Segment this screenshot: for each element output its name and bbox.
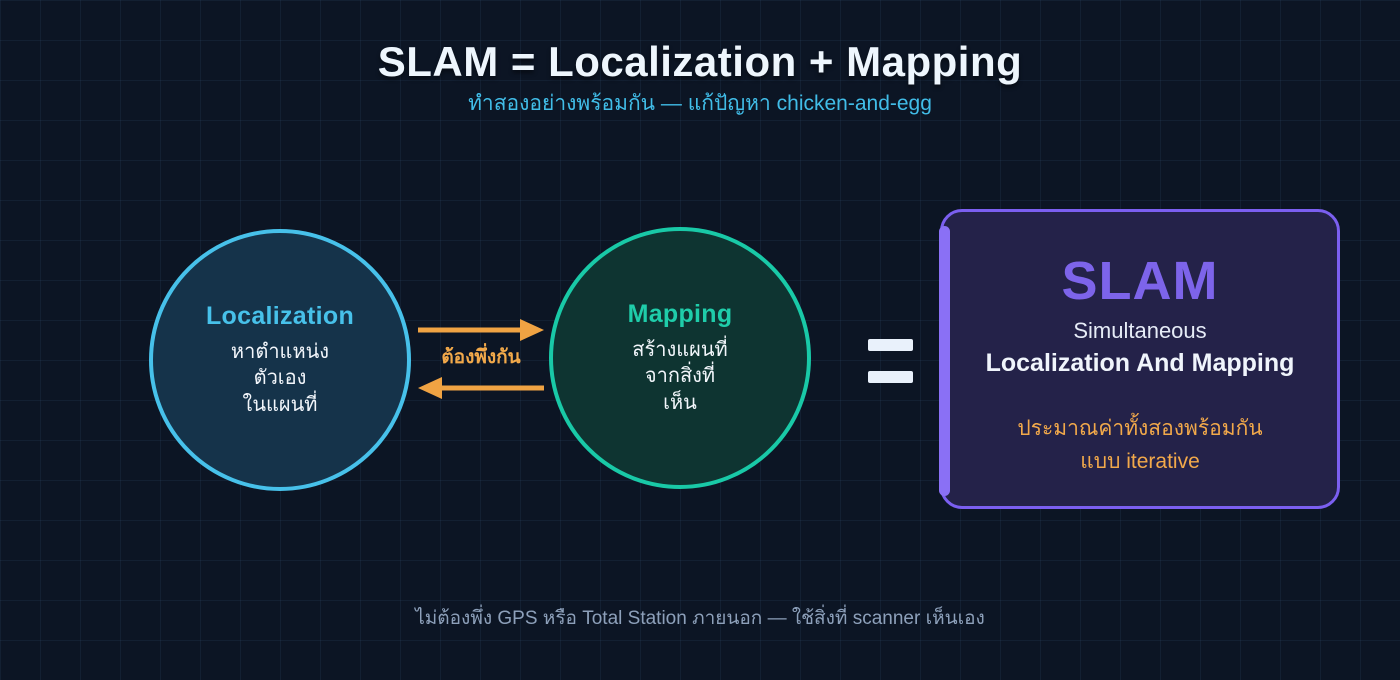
- slam-card-note-line-2: แบบ iterative: [1080, 449, 1200, 473]
- localization-line-2: ตัวเอง: [253, 367, 307, 390]
- equals-bar-top: [868, 339, 913, 351]
- slam-card: SLAM Simultaneous Localization And Mappi…: [939, 209, 1340, 509]
- arrow-right-icon: [418, 319, 544, 341]
- localization-circle-title: Localization: [205, 301, 355, 330]
- slam-card-subtitle-1: Simultaneous: [1073, 318, 1207, 344]
- arrow-left-icon: [418, 377, 544, 399]
- mapping-circle-title: Mapping: [627, 299, 733, 328]
- localization-line-1: หาตำแหน่ง: [230, 340, 330, 363]
- equals-bar-bottom: [868, 371, 913, 383]
- page-subtitle: ทำสองอย่างพร้อมกัน — แก้ปัญหา chicken-an…: [468, 92, 932, 115]
- localization-circle: Localization หาตำแหน่ง ตัวเอง ในแผนที่: [149, 229, 411, 491]
- footer-note: ไม่ต้องพึ่ง GPS หรือ Total Station ภายนอ…: [415, 608, 985, 629]
- mapping-line-2: จากสิ่งที่: [644, 365, 716, 388]
- mapping-circle: Mapping สร้างแผนที่ จากสิ่งที่ เห็น: [549, 227, 811, 489]
- slam-card-subtitle-2: Localization And Mapping: [985, 348, 1295, 377]
- mapping-line-3: เห็น: [663, 391, 697, 414]
- dependency-label: ต้องพึ่งกัน: [441, 347, 521, 368]
- slam-card-title: SLAM: [1061, 251, 1219, 311]
- mapping-line-1: สร้างแผนที่: [632, 338, 728, 361]
- slam-card-note-line-1: ประมาณค่าทั้งสองพร้อมกัน: [1017, 416, 1263, 440]
- slam-card-accent-bar: [939, 226, 950, 496]
- equals-icon: [868, 339, 913, 383]
- slam-card-note: ประมาณค่าทั้งสองพร้อมกัน แบบ iterative: [1017, 413, 1262, 478]
- page-title: SLAM = Localization + Mapping: [377, 38, 1023, 85]
- localization-line-3: ในแผนที่: [242, 393, 318, 416]
